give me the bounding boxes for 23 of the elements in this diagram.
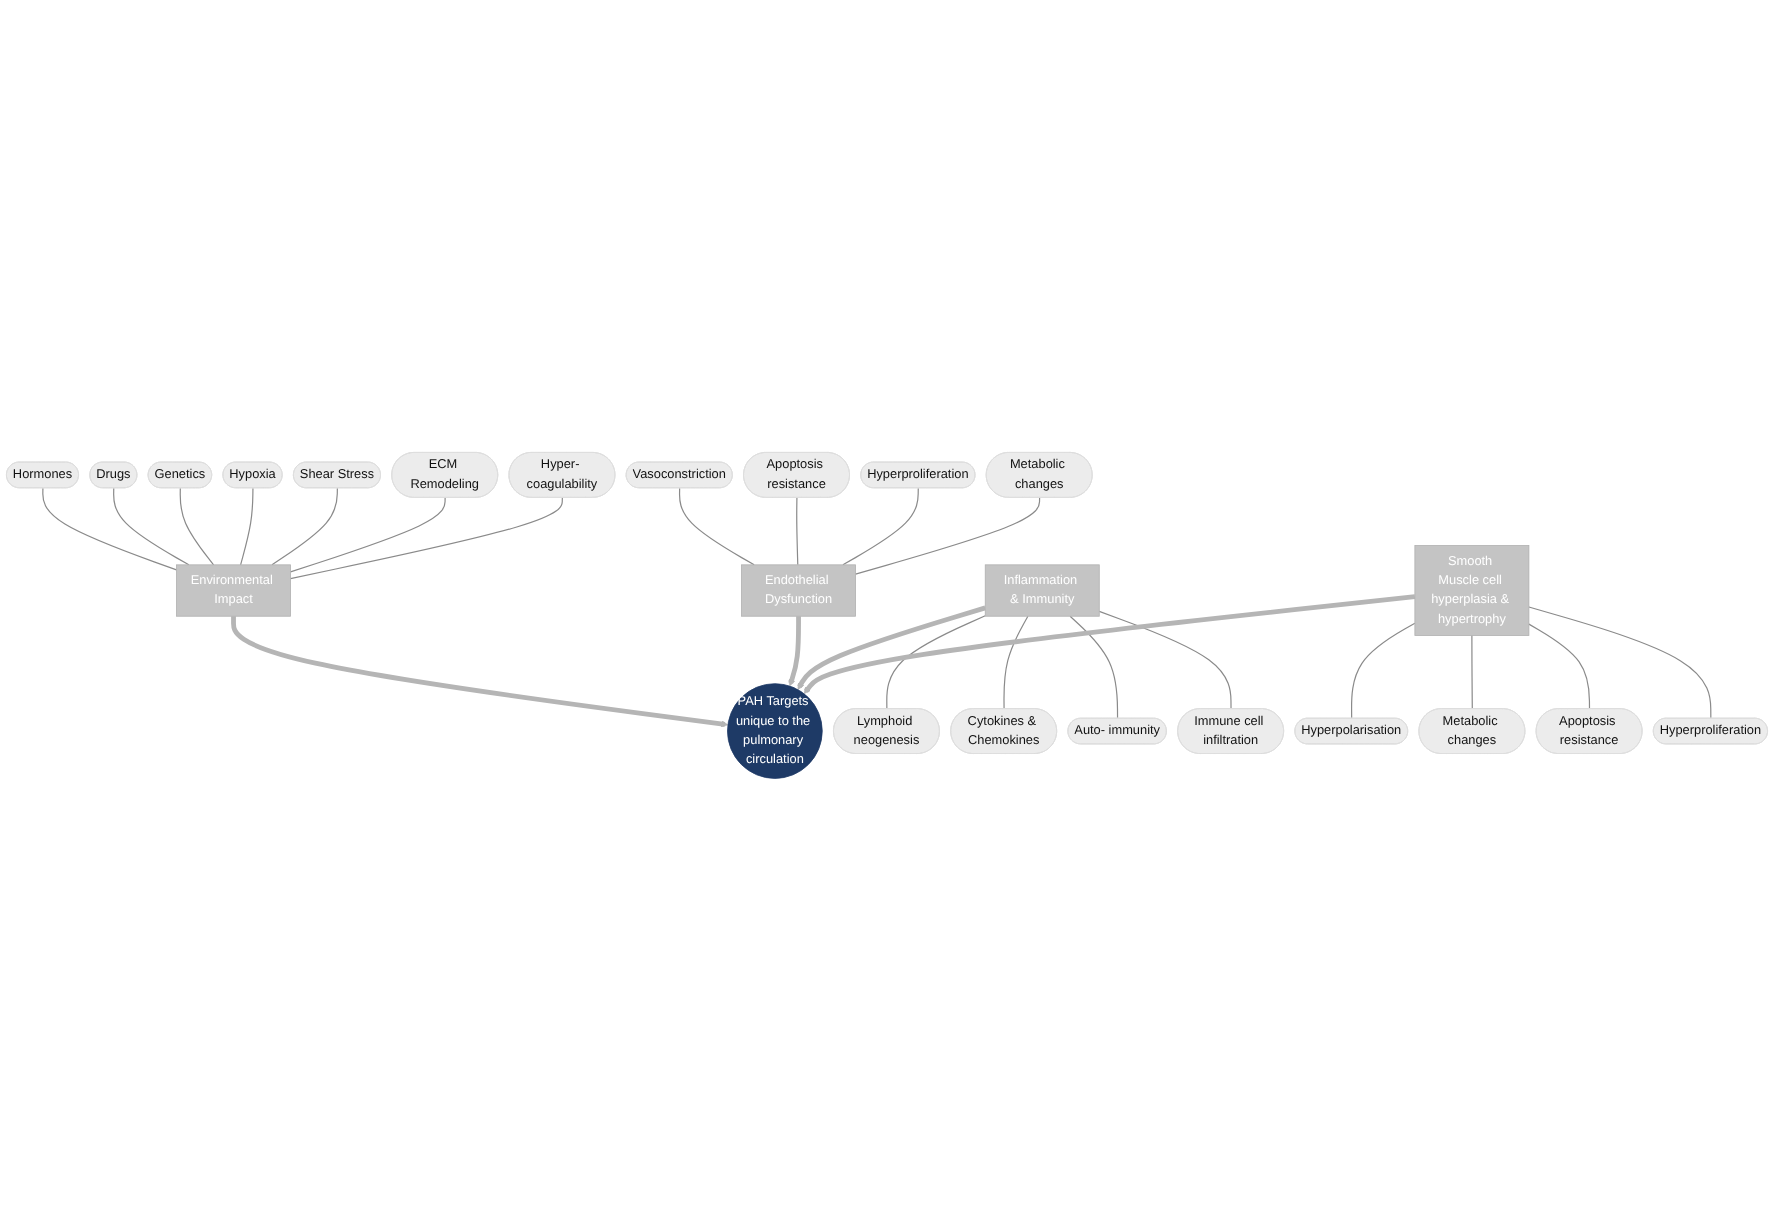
- arrow: [803, 593, 1416, 694]
- connector: [1098, 610, 1232, 710]
- connector: [1351, 622, 1416, 719]
- connector: [1471, 634, 1473, 710]
- connector: [240, 487, 254, 565]
- connector: [842, 487, 919, 565]
- arrow: [788, 615, 801, 686]
- connector: [1003, 615, 1029, 710]
- arrow: [797, 605, 986, 690]
- connector: [796, 496, 799, 565]
- connector: [42, 487, 178, 571]
- connector: [854, 496, 1041, 575]
- connector: [289, 496, 563, 579]
- connector: [1528, 606, 1712, 719]
- connector: [113, 487, 190, 565]
- connector: [1528, 623, 1591, 710]
- connector: [179, 487, 215, 565]
- arrow: [231, 615, 729, 728]
- connector: [289, 496, 446, 573]
- connector: [886, 614, 986, 710]
- connector: [678, 487, 755, 565]
- connector: [1069, 615, 1119, 719]
- connector: [271, 487, 338, 565]
